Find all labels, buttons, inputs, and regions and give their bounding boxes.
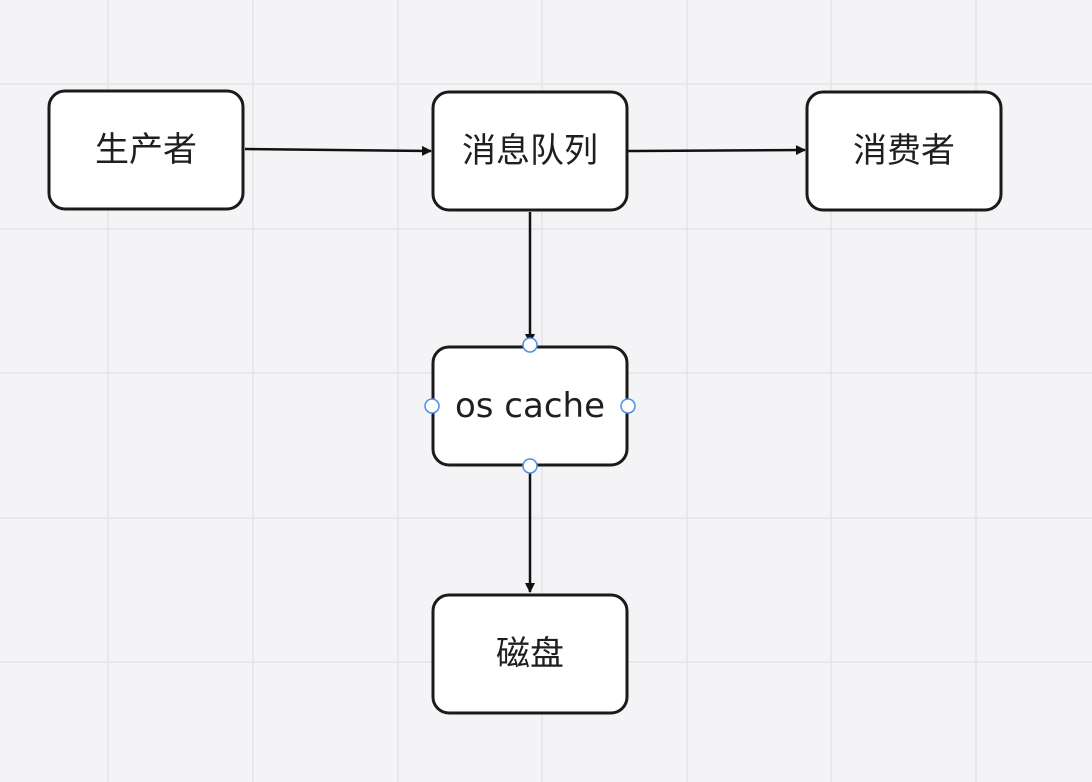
node-cache[interactable]: os cache: [431, 345, 629, 467]
node-disk[interactable]: 磁盘: [431, 593, 629, 715]
connection-handle-top[interactable]: [522, 337, 538, 353]
edge-queue-to-consumer[interactable]: [627, 145, 806, 156]
node-cache-label: os cache: [455, 386, 605, 426]
node-consumer-label: 消费者: [853, 131, 955, 171]
edge-producer-to-queue[interactable]: [244, 145, 432, 156]
node-consumer[interactable]: 消费者: [805, 90, 1003, 212]
node-disk-label: 磁盘: [496, 634, 564, 674]
connection-handle-bottom[interactable]: [522, 458, 538, 474]
node-queue-label: 消息队列: [462, 131, 598, 171]
node-producer[interactable]: 生产者: [47, 89, 245, 211]
connection-handle-left[interactable]: [424, 398, 440, 414]
node-queue[interactable]: 消息队列: [431, 90, 629, 212]
edges: [244, 145, 806, 593]
node-producer-label: 生产者: [95, 130, 197, 170]
selection-handles: [424, 337, 636, 474]
connection-handle-right[interactable]: [620, 398, 636, 414]
